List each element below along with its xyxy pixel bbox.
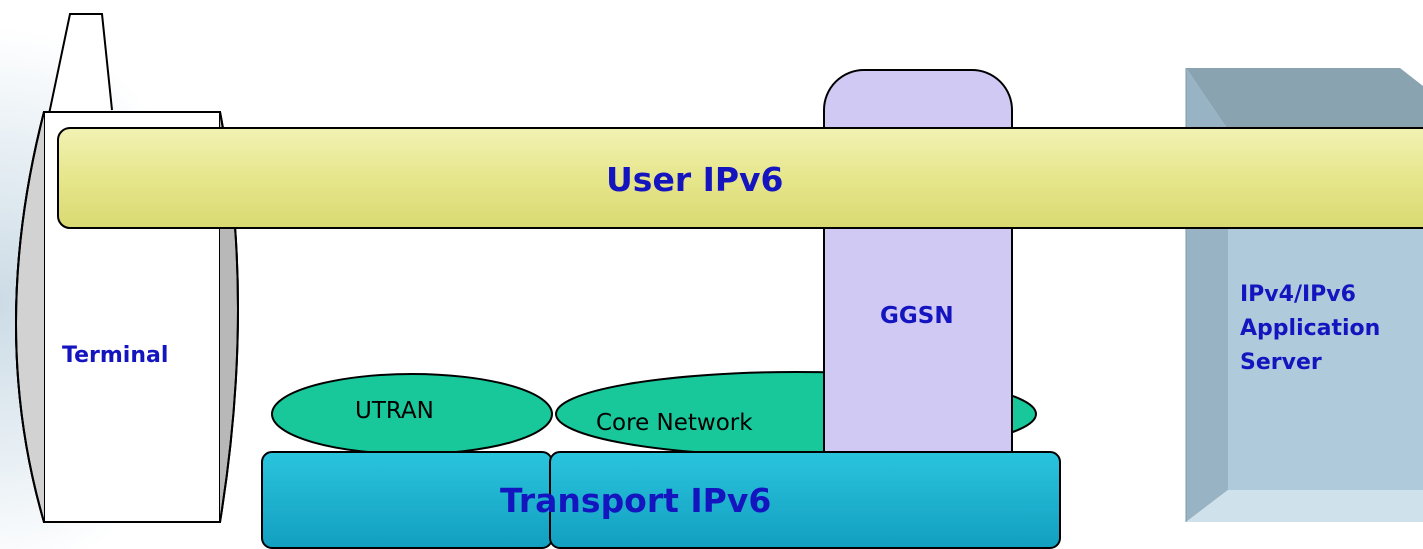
server-label-line2: Application (1240, 316, 1381, 341)
antenna (43, 13, 113, 139)
utran-label: UTRAN (355, 398, 434, 424)
user-ipv6-bar (57, 127, 1423, 229)
transport-ipv6-label: Transport IPv6 (500, 481, 772, 520)
core-network-label: Core Network (596, 410, 753, 436)
ggsn-label: GGSN (880, 303, 954, 329)
user-ipv6-label: User IPv6 (606, 160, 784, 199)
terminal-label: Terminal (62, 343, 169, 368)
transport-ipv6-bar-right (549, 451, 1061, 549)
server-label-line3: Server (1240, 350, 1322, 375)
server-label-line1: IPv4/IPv6 (1240, 282, 1356, 307)
